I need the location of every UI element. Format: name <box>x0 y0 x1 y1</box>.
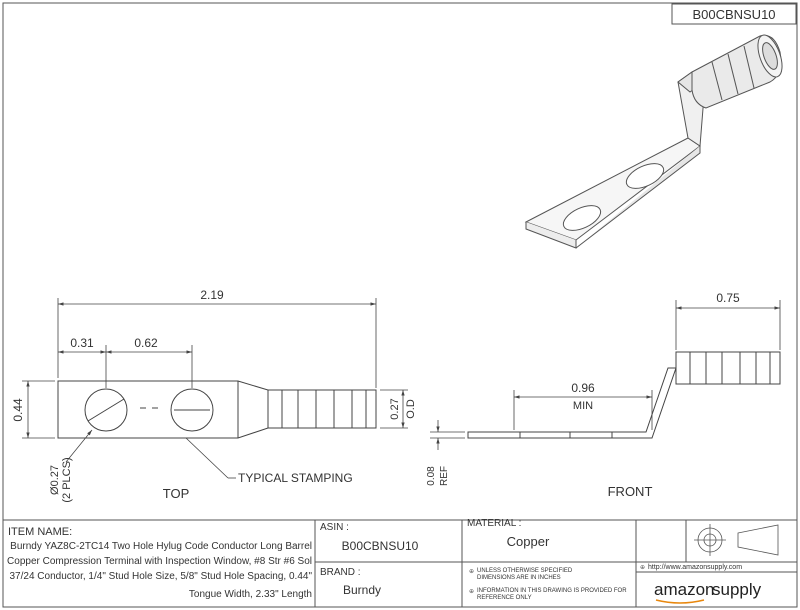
top-dimensions <box>22 298 408 479</box>
dim-barrel-od: 0.27 <box>389 398 401 419</box>
item-name-line-3: 37/24 Conductor, 1/4" Stud Hole Size, 5/… <box>9 571 312 582</box>
item-name-label: ITEM NAME: <box>8 526 72 538</box>
note2-line-2: REFERENCE ONLY <box>477 595 532 601</box>
dim-hole-edge: 0.31 <box>70 336 94 350</box>
logo-amazon: amazon <box>654 580 714 599</box>
dim-barrel-length: 0.75 <box>716 291 740 305</box>
label-top-view: TOP <box>163 486 190 501</box>
asin-value: B00CBNSU10 <box>342 539 419 553</box>
front-view <box>467 351 781 439</box>
dim-tongue-width: 0.44 <box>11 398 25 422</box>
url-bullet-icon: ⊕ <box>640 565 645 571</box>
logo-smile-icon <box>655 599 705 604</box>
bullet-icon-1: ⊕ <box>469 569 474 575</box>
dim-hole-dia: Ø0.27 <box>49 465 61 495</box>
top-hole-2 <box>170 388 214 432</box>
label-front-view: FRONT <box>608 484 653 499</box>
part-number-box: B00CBNSU10 <box>671 3 797 25</box>
projection-symbol-icon <box>694 524 779 556</box>
part-number: B00CBNSU10 <box>692 7 775 22</box>
dim-barrel-od-unit: O.D <box>405 399 417 419</box>
company-url[interactable]: http://www.amazonsupply.com <box>648 564 742 571</box>
brand-label: BRAND : <box>320 567 361 578</box>
note2-line-1: INFORMATION IN THIS DRAWING IS PROVIDED … <box>477 588 627 594</box>
item-name-line-4: Tongue Width, 2.33" Length <box>189 589 312 600</box>
top-hole-1 <box>84 388 128 432</box>
iso-hole-2 <box>625 163 665 189</box>
dim-overall-length: 2.19 <box>200 288 224 302</box>
dim-min-label: MIN <box>573 400 593 412</box>
amazonsupply-logo: amazon supply <box>654 580 762 604</box>
material-value: Copper <box>507 534 550 549</box>
dim-thickness-ref: REF <box>439 466 450 486</box>
material-label: MATERIAL : <box>467 518 521 529</box>
logo-supply: supply <box>712 580 762 599</box>
note1-line-1: UNLESS OTHERWISE SPECIFIED <box>477 568 573 574</box>
asin-label: ASIN : <box>320 522 349 533</box>
bullet-icon-2: ⊕ <box>469 589 474 595</box>
item-name-line-1: Burndy YAZ8C-2TC14 Two Hole Hylug Code C… <box>10 541 312 552</box>
dim-min-length: 0.96 <box>571 381 595 395</box>
dim-hole-spacing: 0.62 <box>134 336 158 350</box>
iso-hole-1 <box>562 205 602 231</box>
front-dimensions <box>430 300 781 450</box>
brand-value: Burndy <box>343 583 381 597</box>
isometric-view <box>524 34 783 249</box>
title-block <box>3 519 797 607</box>
item-name-line-2: Copper Compression Terminal with Inspect… <box>7 556 312 567</box>
dim-hole-count: (2 PLCS) <box>61 457 73 502</box>
label-typical-stamping: TYPICAL STAMPING <box>238 471 353 485</box>
top-view <box>57 380 377 439</box>
dim-thickness: 0.08 <box>426 466 437 486</box>
note1-line-2: DIMENSIONS ARE IN INCHES <box>477 575 561 581</box>
